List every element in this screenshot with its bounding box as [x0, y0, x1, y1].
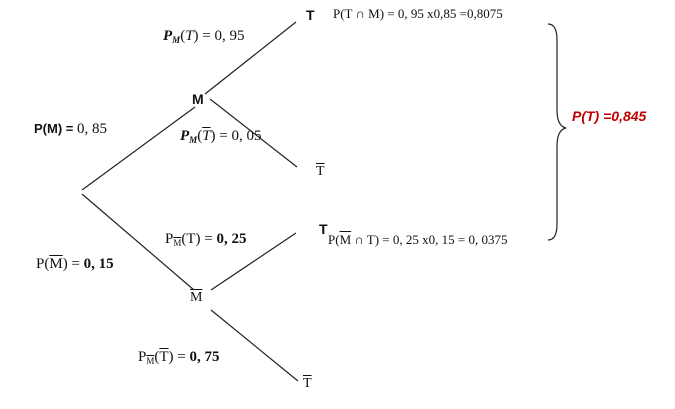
- product-not-m-and-t: P(M ∩ T) = 0, 25 x0, 15 = 0, 0375: [328, 233, 507, 246]
- p-not-t-given-not-m-sym: T: [159, 349, 169, 365]
- product-not-m-and-t-rest: ∩ T) = 0, 25 x0, 15 = 0, 0375: [351, 232, 508, 247]
- product-not-m-and-t-sym: M: [339, 232, 352, 247]
- branch-m-to-not-t: [209, 98, 298, 168]
- product-t-and-m: P(T ∩ M) = 0, 95 x0,85 =0,8075: [333, 6, 503, 21]
- label-p-not-m: P(M) = 0, 15: [36, 257, 114, 272]
- p-t-given-not-m-p: P: [165, 231, 174, 247]
- branch-root-to-not-m: [81, 193, 195, 291]
- label-p-not-t-given-m: PM(T) = 0, 05: [180, 128, 262, 146]
- p-not-m-sym: M: [49, 256, 63, 272]
- p-not-t-given-m-p: P: [180, 128, 190, 144]
- p-t-given-m-sym: T: [185, 28, 194, 44]
- label-p-t-given-m: PM(T) = 0, 95: [163, 28, 245, 46]
- node-not-t-from-m: T: [316, 164, 325, 179]
- p-not-t-given-m-sym: T: [202, 128, 211, 144]
- p-t-given-m-p: P: [163, 28, 173, 44]
- result-p-t: P(T) =0,845: [572, 108, 647, 124]
- p-t-given-not-m-value: 0, 25: [216, 231, 247, 247]
- p-t-given-not-m-sym: T: [186, 231, 196, 247]
- p-not-t-given-not-m-sub: M: [146, 356, 155, 367]
- node-t-from-m: T: [306, 7, 315, 23]
- p-not-t-given-not-m-value: 0, 75: [189, 349, 220, 365]
- branch-not-m-to-t: [210, 232, 297, 291]
- node-m: M: [192, 91, 204, 107]
- p-t-given-m-open: (: [180, 28, 186, 44]
- p-not-t-given-m-close: ) =: [210, 128, 232, 144]
- branch-not-m-to-not-t: [210, 309, 299, 382]
- p-t-given-not-m-close: ) =: [195, 231, 217, 247]
- p-not-t-given-not-m-open: (: [154, 349, 160, 365]
- p-m-value: 0, 85: [76, 121, 107, 137]
- node-t-from-not-m: T: [319, 221, 328, 237]
- product-not-m-and-t-open: P(: [328, 232, 340, 247]
- label-p-m: P(M) = 0, 85: [34, 121, 107, 137]
- p-t-given-m-value: 0, 95: [214, 28, 245, 44]
- p-not-t-given-m-sub: M: [189, 135, 198, 146]
- label-p-not-t-given-not-m: PM(T) = 0, 75: [138, 349, 220, 367]
- label-p-t-given-not-m: PM(T) = 0, 25: [165, 231, 247, 249]
- node-not-m: M: [190, 290, 203, 305]
- p-not-t-given-not-m-p: P: [138, 349, 147, 365]
- p-not-m-prefix: P(: [36, 256, 50, 272]
- p-m-prefix: P(M) =: [34, 121, 77, 136]
- branch-m-to-t: [204, 21, 297, 95]
- branch-root-to-m: [81, 106, 196, 191]
- summation-brace: [547, 23, 567, 241]
- p-not-m-suffix: ) =: [62, 256, 84, 272]
- p-not-t-given-m-open: (: [197, 128, 203, 144]
- p-t-given-m-sub: M: [172, 35, 181, 46]
- p-not-t-given-not-m-close: ) =: [168, 349, 190, 365]
- p-t-given-m-close: ) =: [193, 28, 215, 44]
- p-t-given-not-m-open: (: [181, 231, 187, 247]
- node-not-t-from-not-m: T: [303, 376, 312, 391]
- p-t-given-not-m-sub: M: [173, 238, 182, 249]
- p-not-m-value: 0, 15: [83, 256, 114, 272]
- p-not-t-given-m-value: 0, 05: [231, 128, 262, 144]
